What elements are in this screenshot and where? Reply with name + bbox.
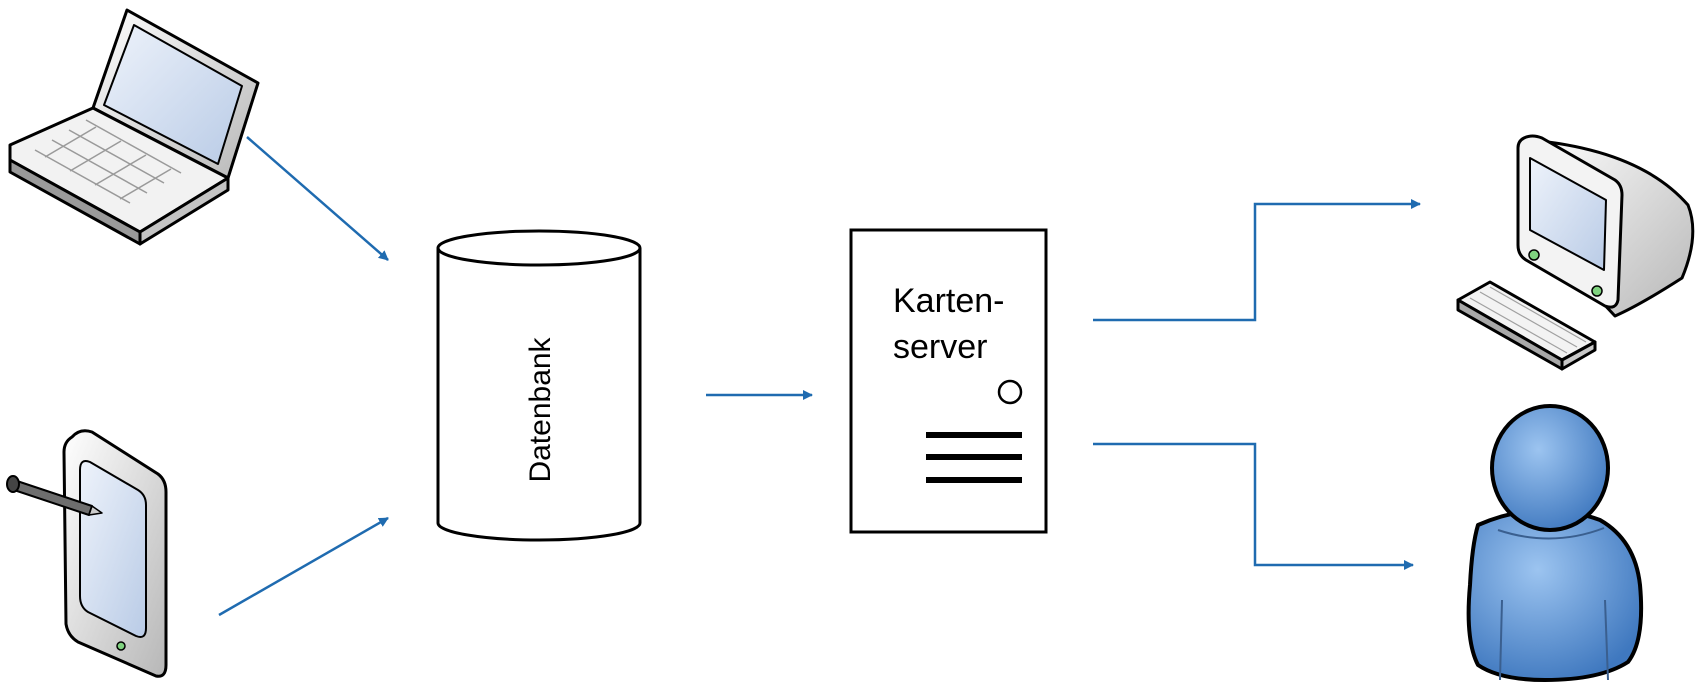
desktop-computer-icon — [1456, 134, 1695, 371]
arrow-tablet-to-database — [218, 516, 389, 617]
map-server-label-line1: Karten- — [893, 282, 1005, 320]
user-person-icon — [1466, 404, 1644, 682]
arrow-server-to-desktop — [1093, 199, 1421, 322]
tablet-pen-icon — [6, 429, 168, 678]
map-server-box — [849, 228, 1048, 534]
arrow-laptop-to-database — [246, 136, 389, 261]
map-server-label-line2: server — [893, 328, 987, 366]
laptop-icon — [8, 8, 260, 246]
database-cylinder — [436, 229, 642, 542]
server-power-indicator — [997, 379, 1023, 405]
arrow-server-to-user — [1093, 442, 1414, 570]
server-drive-slots — [926, 432, 1022, 483]
database-label: Datenbank — [524, 336, 557, 482]
